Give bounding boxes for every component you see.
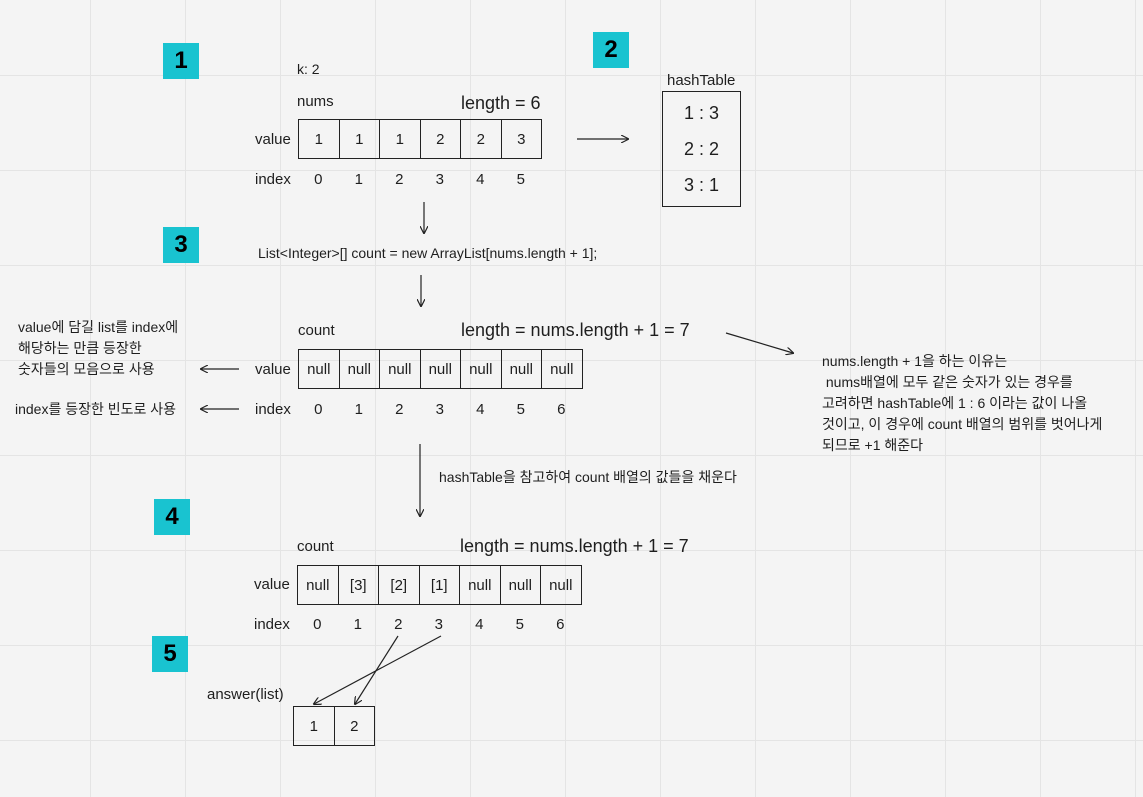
step-badge-1: 1 — [163, 43, 199, 79]
arrow-to-length-note — [725, 332, 793, 353]
hashtable-entry: 2 : 2 — [683, 138, 720, 159]
length-reason-note: nums.length + 1을 하는 이유는 nums배열에 모두 같은 숫자… — [822, 351, 1102, 456]
count-cell: null — [379, 349, 421, 389]
nums-index: 0 — [314, 171, 323, 188]
nums-cell: 1 — [298, 119, 340, 159]
count-init-code: List<Integer>[] count = new ArrayList[nu… — [258, 245, 598, 261]
count-index: 1 — [354, 401, 363, 418]
count-index-label: index — [255, 401, 291, 418]
count-filled-index-row: 0 1 2 3 4 5 6 — [297, 616, 581, 633]
count-cell: null — [500, 349, 542, 389]
count-index: 4 — [476, 401, 485, 418]
count-filled-index: 1 — [353, 616, 362, 633]
arrow-index2-to-answer2 — [355, 635, 399, 704]
nums-value-label: value — [255, 131, 291, 148]
count-filled-index-label: index — [254, 616, 290, 633]
count-index: 3 — [435, 401, 444, 418]
answer-array: 1 2 — [293, 706, 375, 746]
nums-length-label: length = 6 — [461, 93, 541, 113]
step-badge-2: 2 — [593, 32, 629, 68]
count-index: 6 — [557, 401, 566, 418]
count-filled-cell: [2] — [378, 565, 420, 605]
nums-index: 4 — [476, 171, 485, 188]
count-index-row: 0 1 2 3 4 5 6 — [298, 401, 582, 418]
nums-cell: 2 — [419, 119, 461, 159]
step-badge-5: 5 — [152, 636, 188, 672]
count-value-label: value — [255, 361, 291, 378]
answer-cell: 1 — [293, 706, 335, 746]
note-line: nums.length + 1을 하는 이유는 — [822, 353, 1008, 369]
count-filled-cell: null — [459, 565, 501, 605]
count-filled-cell: null — [297, 565, 339, 605]
count-filled-index: 6 — [556, 616, 565, 633]
count-label: count — [298, 322, 335, 339]
step-badge-3: 3 — [163, 227, 199, 263]
count-filled-label: count — [297, 538, 334, 555]
nums-cell: 3 — [500, 119, 542, 159]
count-filled-array: null [3] [2] [1] null null null — [297, 565, 582, 605]
hashtable-entry: 3 : 1 — [683, 174, 720, 195]
count-filled-length-label: length = nums.length + 1 = 7 — [460, 536, 689, 556]
count-index: 0 — [314, 401, 323, 418]
note-line: 것이고, 이 경우에 count 배열의 범위를 벗어나게 — [822, 416, 1103, 432]
nums-index: 1 — [354, 171, 363, 188]
nums-cell: 1 — [379, 119, 421, 159]
index-usage-note: index를 등장한 빈도로 사용 — [15, 401, 177, 417]
answer-cell: 2 — [333, 706, 375, 746]
nums-label: nums — [297, 93, 334, 110]
count-index: 2 — [395, 401, 404, 418]
count-filled-index: 0 — [313, 616, 322, 633]
hashtable-title: hashTable — [667, 72, 736, 89]
count-filled-index: 2 — [394, 616, 403, 633]
nums-index-label: index — [255, 171, 291, 188]
count-filled-cell: [3] — [337, 565, 379, 605]
count-filled-cell: null — [499, 565, 541, 605]
count-cell: null — [338, 349, 380, 389]
note-line: 해당하는 만큼 등장한 — [18, 340, 142, 356]
value-usage-note: value에 담길 list를 index에 해당하는 만큼 등장한 숫자들의 … — [18, 317, 178, 380]
note-line: 되므로 +1 해준다 — [822, 437, 924, 453]
count-cell: null — [541, 349, 583, 389]
arrow-index3-to-answer1 — [314, 635, 442, 704]
count-cell: null — [419, 349, 461, 389]
note-line: 고려하면 hashTable에 1 : 6 이라는 값이 나올 — [822, 395, 1088, 411]
k-label: k: 2 — [297, 61, 320, 77]
step-badge-4: 4 — [154, 499, 190, 535]
nums-array: 1 1 1 2 2 3 — [298, 119, 542, 159]
answer-label: answer(list) — [207, 686, 284, 703]
count-filled-cell: null — [540, 565, 582, 605]
note-line: 숫자들의 모음으로 사용 — [18, 361, 155, 377]
nums-cell: 2 — [460, 119, 502, 159]
nums-index: 5 — [516, 171, 525, 188]
count-filled-index: 3 — [434, 616, 443, 633]
count-filled-index: 5 — [515, 616, 524, 633]
count-cell: null — [460, 349, 502, 389]
count-filled-index: 4 — [475, 616, 484, 633]
fill-count-note: hashTable을 참고하여 count 배열의 값들을 채운다 — [439, 469, 737, 485]
count-filled-cell: [1] — [418, 565, 460, 605]
note-line: nums배열에 모두 같은 숫자가 있는 경우를 — [822, 374, 1073, 390]
hashtable-entry: 1 : 3 — [683, 102, 720, 123]
count-cell: null — [298, 349, 340, 389]
nums-cell: 1 — [338, 119, 380, 159]
hashtable-box: 1 : 3 2 : 2 3 : 1 — [662, 91, 741, 207]
count-index: 5 — [516, 401, 525, 418]
count-filled-value-label: value — [254, 576, 290, 593]
nums-index: 3 — [435, 171, 444, 188]
nums-index: 2 — [395, 171, 404, 188]
nums-index-row: 0 1 2 3 4 5 — [298, 171, 541, 188]
count-array: null null null null null null null — [298, 349, 583, 389]
note-line: value에 담길 list를 index에 — [18, 319, 179, 335]
count-length-label: length = nums.length + 1 = 7 — [461, 320, 690, 340]
